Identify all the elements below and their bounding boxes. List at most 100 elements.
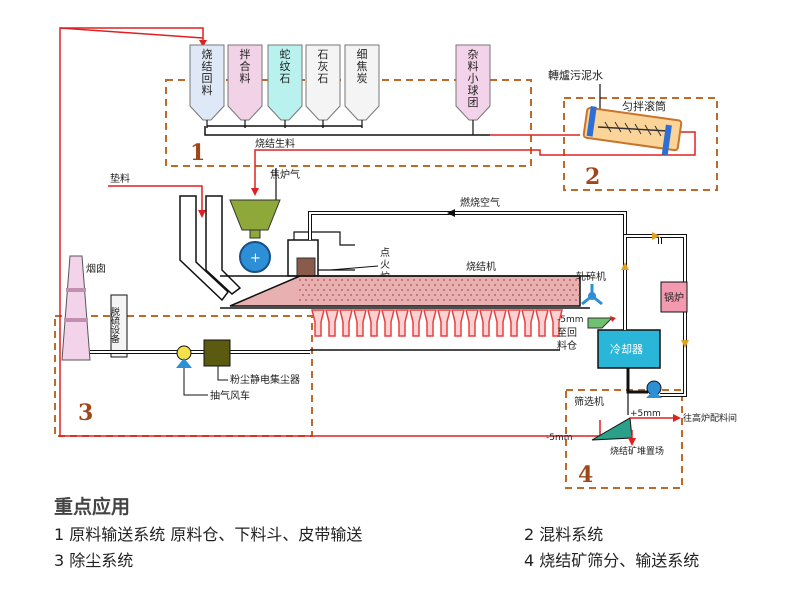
- bed-dot: [455, 279, 457, 281]
- bed-dot: [551, 299, 553, 301]
- bed-dot: [374, 284, 376, 286]
- bed-dot: [488, 284, 490, 286]
- bed-dot: [563, 299, 565, 301]
- bed-dot: [413, 279, 415, 281]
- desulfur-box: [110, 294, 128, 358]
- bed-dot: [431, 279, 433, 281]
- bin-label-char: 料: [468, 59, 479, 73]
- bin-label-char: 蛇: [280, 47, 291, 61]
- bed-dot: [347, 279, 349, 281]
- bed-dot: [449, 299, 451, 301]
- bed-dot: [458, 294, 460, 296]
- bed-dot: [458, 284, 460, 286]
- bed-dot: [299, 299, 301, 301]
- bed-dot: [302, 284, 304, 286]
- bed-dot: [539, 279, 541, 281]
- bed-dot: [386, 294, 388, 296]
- bin-4: 石灰石: [305, 44, 341, 128]
- crusher-label: 轧碎机: [576, 270, 606, 283]
- bed-dot: [431, 299, 433, 301]
- bed-dot: [446, 294, 448, 296]
- bed-dot: [545, 289, 547, 291]
- bin-label-char: 回: [202, 72, 213, 85]
- bed-dot: [557, 289, 559, 291]
- bed-dot: [440, 284, 442, 286]
- bed-dot: [575, 279, 577, 281]
- cooler-label: 冷却器: [610, 343, 643, 356]
- bed-dot: [344, 284, 346, 286]
- bed-dot: [554, 284, 556, 286]
- bed-dot: [536, 294, 538, 296]
- bed-dot: [416, 294, 418, 296]
- bin-label-char: 石: [318, 48, 329, 61]
- plus5-label: +5mm: [630, 409, 661, 419]
- bed-dot: [341, 299, 343, 301]
- bed-dot: [569, 279, 571, 281]
- bed-dot: [419, 279, 421, 281]
- bed-dot: [422, 284, 424, 286]
- chimney: [61, 255, 91, 361]
- bed-dot: [572, 284, 574, 286]
- bed-dot: [401, 299, 403, 301]
- bed-dot: [389, 279, 391, 281]
- combustion-air-arrow: [447, 209, 455, 217]
- bin-3: 蛇纹石: [267, 44, 303, 128]
- bed-dot: [308, 294, 310, 296]
- bed-dot: [455, 299, 457, 301]
- bed-dot: [407, 299, 409, 301]
- bed-dot: [338, 294, 340, 296]
- fan-label: 抽气风车: [210, 389, 250, 402]
- bed-dot: [386, 284, 388, 286]
- return-fines-line: [59, 27, 601, 437]
- bed-dot: [575, 289, 577, 291]
- bed-dot: [356, 294, 358, 296]
- bed-dot: [557, 279, 559, 281]
- bed-dot: [374, 294, 376, 296]
- bed-dot: [359, 299, 361, 301]
- mixing-drum: [582, 106, 683, 156]
- duct-arrow-1: [621, 262, 629, 270]
- converter-sludge-label: 轉爐污泥水: [548, 68, 603, 82]
- bed-dot: [455, 289, 457, 291]
- windbox: [521, 309, 535, 337]
- bed-dot: [521, 279, 523, 281]
- bed-dot: [521, 299, 523, 301]
- zone-4-number: 4: [578, 462, 593, 488]
- bin-label-char: 小: [468, 72, 479, 85]
- ignition-label-1: 点: [380, 247, 390, 259]
- bed-dot: [392, 294, 394, 296]
- bed-dot: [341, 289, 343, 291]
- bed-dot: [482, 284, 484, 286]
- windbox: [535, 309, 549, 337]
- bedding-arrow: [198, 210, 206, 218]
- bed-dot: [476, 294, 478, 296]
- legend-item-1: 1 原料输送系统 原料仓、下料斗、皮带输送: [54, 525, 363, 544]
- bed-dot: [311, 289, 313, 291]
- duct-arrow-3: [652, 232, 660, 240]
- bed-dot: [383, 299, 385, 301]
- bed-dot: [368, 294, 370, 296]
- bed-dot: [566, 294, 568, 296]
- bed-dot: [473, 299, 475, 301]
- bed-dot: [299, 279, 301, 281]
- esp-box: [203, 339, 231, 367]
- bed-dot: [533, 279, 535, 281]
- windbox: [311, 309, 325, 337]
- bed-dot: [530, 294, 532, 296]
- bed-dot: [479, 279, 481, 281]
- bed-dot: [527, 289, 529, 291]
- bed-dot: [332, 294, 334, 296]
- windbox: [353, 309, 367, 337]
- bed-dot: [380, 294, 382, 296]
- bin-label-char: 合: [240, 59, 251, 73]
- sinter-raw-arrow: [251, 188, 259, 196]
- bed-dot: [371, 279, 373, 281]
- bed-dot: [467, 289, 469, 291]
- bed-dot: [473, 289, 475, 291]
- cooler-return-duct: [626, 368, 648, 394]
- cooler-duct-up: [623, 234, 662, 330]
- bed-dot: [347, 289, 349, 291]
- bed-dot: [515, 279, 517, 281]
- bed-dot: [389, 299, 391, 301]
